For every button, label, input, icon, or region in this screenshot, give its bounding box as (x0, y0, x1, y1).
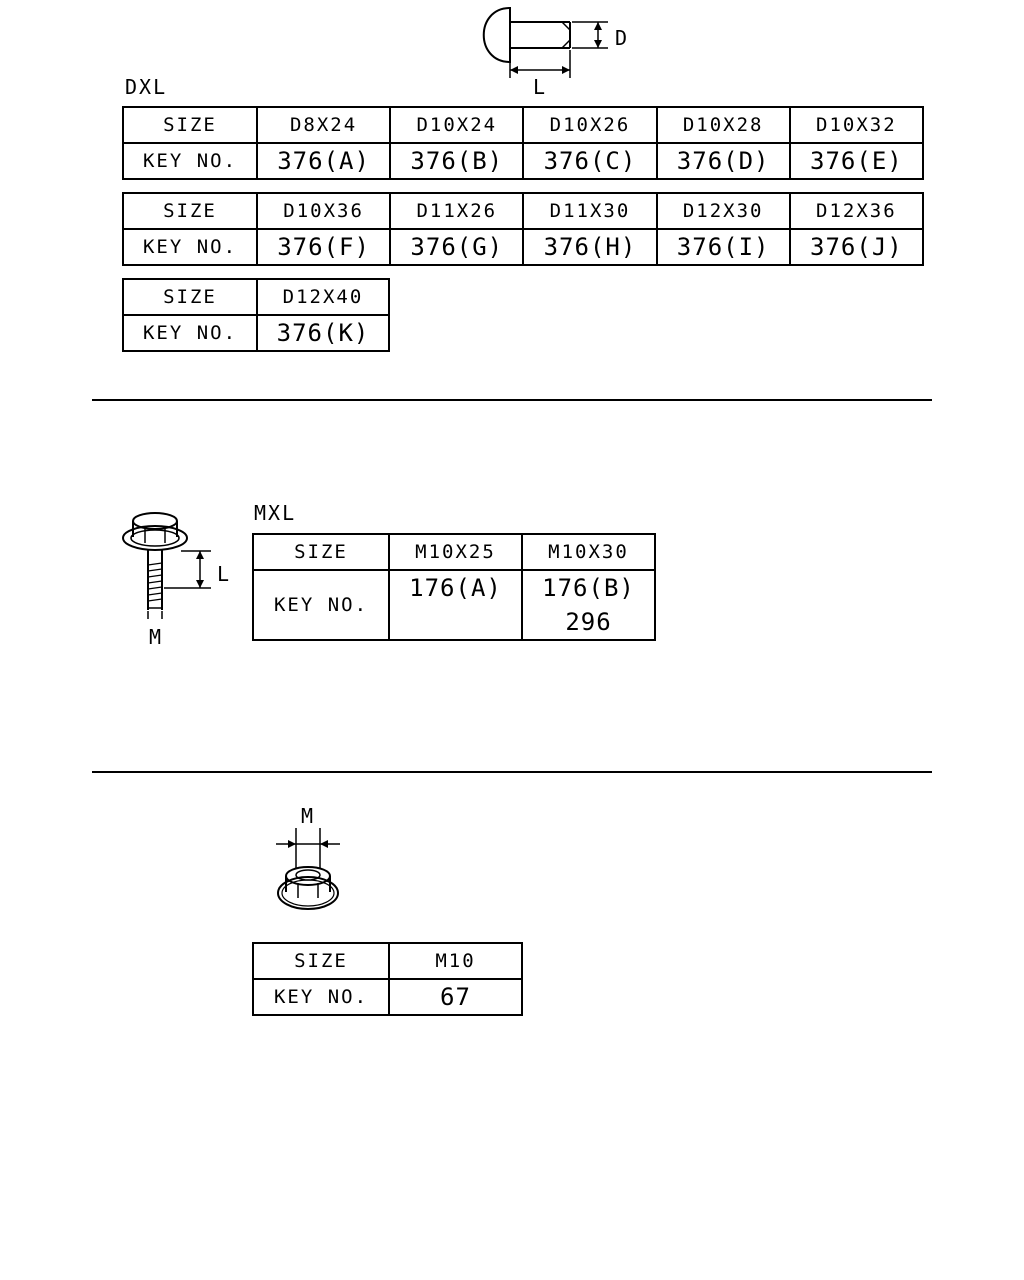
key-cell: 376(G) (389, 228, 525, 266)
size-cell: D8X24 (255, 106, 392, 144)
key-cell: 376(A) (255, 142, 392, 180)
size-row: SIZE D8X24 D10X24 D10X26 D10X28 D10X32 (122, 106, 925, 144)
nut-table: SIZE M10 KEY NO. 67 (252, 942, 523, 1016)
key-value: 296 (565, 608, 612, 636)
size-row: SIZE D12X40 (122, 278, 390, 316)
size-row: SIZE D10X36 D11X26 D11X30 D12X30 D12X36 (122, 192, 925, 230)
key-cell: 67 (388, 978, 523, 1016)
size-cell: D12X30 (655, 192, 791, 230)
section-divider (92, 399, 932, 401)
key-cell: 376(D) (655, 142, 791, 180)
key-value: 176(A) (409, 574, 502, 602)
nut-drawing (276, 828, 340, 910)
size-header: SIZE (252, 533, 390, 571)
rivet-dim-l-label: L (533, 75, 548, 99)
bolt-dim-m-label: M (149, 625, 164, 649)
size-cell: M10 (388, 942, 523, 980)
size-cell: M10X30 (521, 533, 656, 571)
size-header: SIZE (122, 278, 258, 316)
size-cell: D10X26 (522, 106, 658, 144)
size-cell: D12X36 (788, 192, 925, 230)
rivet-drawing (482, 6, 608, 78)
size-header: SIZE (122, 106, 258, 144)
key-header: KEY NO. (252, 569, 390, 641)
size-cell: M10X25 (388, 533, 523, 571)
rivet-table-label: DXL (125, 75, 168, 99)
key-header: KEY NO. (252, 978, 390, 1016)
key-cell: 376(B) (389, 142, 525, 180)
key-row: KEY NO. 376(F) 376(G) 376(H) 376(I) 376(… (122, 228, 925, 266)
size-header: SIZE (252, 942, 390, 980)
key-row: KEY NO. 376(A) 376(B) 376(C) 376(D) 376(… (122, 142, 925, 180)
section-divider (92, 771, 932, 773)
bolt-table-label: MXL (254, 501, 297, 525)
key-cell: 376(C) (522, 142, 658, 180)
key-cell: 376(K) (256, 314, 390, 352)
key-header: KEY NO. (122, 228, 258, 266)
size-cell: D11X26 (389, 192, 525, 230)
key-cell: 176(A) (388, 569, 523, 641)
key-row: KEY NO. 67 (252, 978, 523, 1016)
rivet-table-3: SIZE D12X40 KEY NO. 376(K) (122, 278, 390, 352)
size-row: SIZE M10 (252, 942, 523, 980)
key-cell: 176(B) 296 (521, 569, 656, 641)
key-cell: 376(J) (788, 228, 925, 266)
size-header: SIZE (122, 192, 258, 230)
size-cell: D10X32 (788, 106, 925, 144)
bolt-dim-l-label: L (217, 562, 232, 586)
size-row: SIZE M10X25 M10X30 (252, 533, 656, 571)
key-header: KEY NO. (122, 314, 258, 352)
key-cell: 376(I) (655, 228, 791, 266)
bolt-table: SIZE M10X25 M10X30 KEY NO. 176(A) 176(B)… (252, 533, 656, 641)
key-cell: 376(H) (522, 228, 658, 266)
rivet-dim-d-label: D (615, 26, 630, 50)
key-row: KEY NO. 376(K) (122, 314, 390, 352)
key-cell: 376(F) (255, 228, 392, 266)
size-cell: D12X40 (256, 278, 390, 316)
size-cell: D10X36 (255, 192, 392, 230)
key-value: 176(B) (542, 574, 635, 602)
key-cell: 376(E) (788, 142, 925, 180)
key-row: KEY NO. 176(A) 176(B) 296 (252, 569, 656, 641)
size-cell: D10X28 (655, 106, 791, 144)
size-cell: D10X24 (389, 106, 525, 144)
size-cell: D11X30 (522, 192, 658, 230)
bolt-drawing (122, 512, 211, 619)
nut-dim-m-label: M (301, 804, 316, 828)
rivet-table-2: SIZE D10X36 D11X26 D11X30 D12X30 D12X36 … (122, 192, 925, 266)
rivet-head (482, 6, 511, 64)
key-header: KEY NO. (122, 142, 258, 180)
rivet-table-1: SIZE D8X24 D10X24 D10X26 D10X28 D10X32 K… (122, 106, 925, 180)
